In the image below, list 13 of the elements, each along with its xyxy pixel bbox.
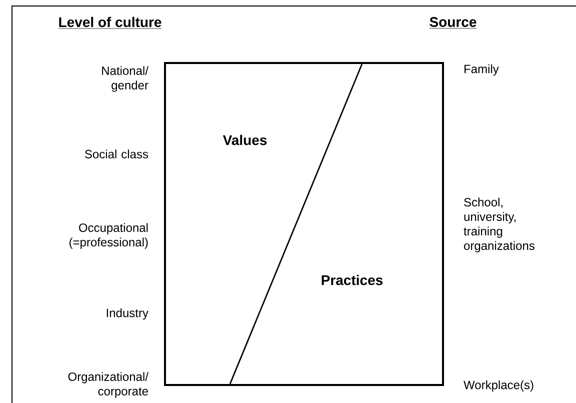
level-label: Social class: [85, 150, 148, 158]
divided-box: [164, 62, 444, 386]
level-label: National/ gender: [102, 66, 148, 92]
source-label: School, university, training organizations: [464, 198, 534, 252]
column-heading: Source: [429, 17, 477, 29]
level-label: Occupational (=professional): [70, 223, 148, 249]
region-label: Practices: [322, 274, 383, 286]
source-label: Family: [464, 64, 499, 76]
region-label: Values: [222, 134, 267, 146]
level-label: Industry: [106, 308, 148, 320]
level-label: Organizational/ corporate: [68, 372, 148, 398]
column-heading: Level of culture: [58, 16, 162, 29]
source-label: Workplace(s): [464, 380, 534, 392]
